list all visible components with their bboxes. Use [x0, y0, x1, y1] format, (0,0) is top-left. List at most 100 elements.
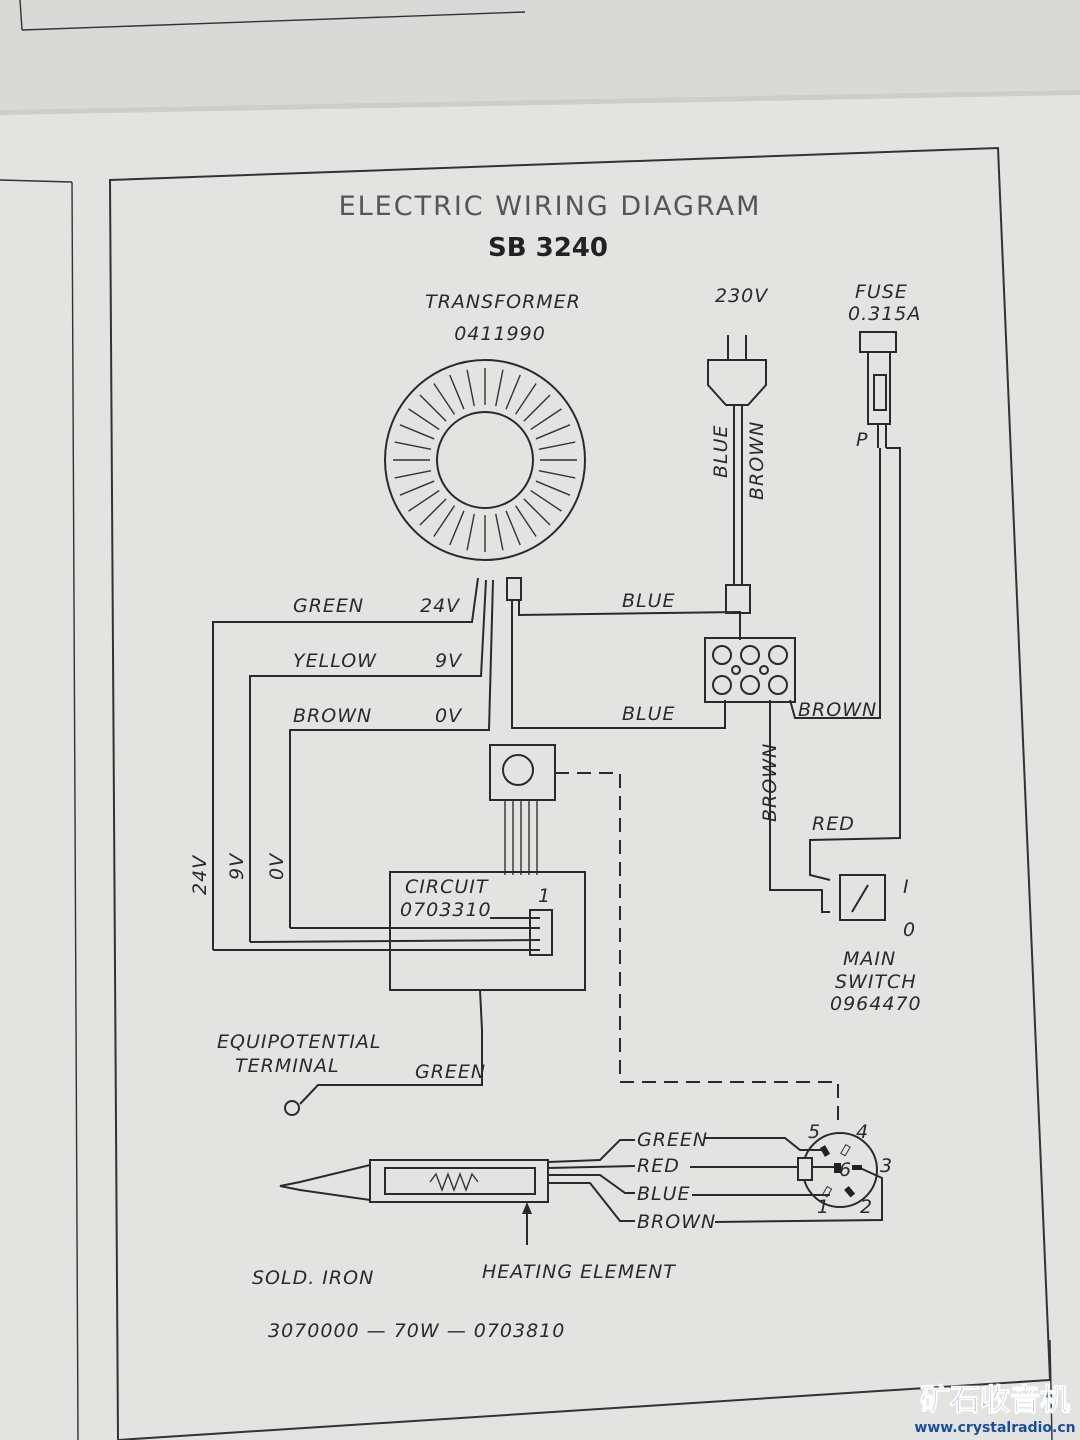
label-yellow: YELLOW: [293, 650, 377, 672]
winding-line: [523, 498, 551, 526]
watermark-url: www.crystalradio.cn: [914, 1420, 1075, 1436]
pin-5: 5: [808, 1121, 821, 1143]
wire-24v-green: [212, 577, 479, 950]
vlabel-0v: 0V: [266, 852, 288, 880]
watermark-cn: 矿石收音机: [920, 1383, 1070, 1418]
wire-brown-right: [789, 448, 881, 719]
cord-brown: BROWN: [746, 421, 768, 500]
label-brown-down: BROWN: [759, 743, 781, 822]
circuit-header: [529, 909, 553, 956]
equipotential-label-1: EQUIPOTENTIAL: [217, 1031, 382, 1053]
winding-line: [505, 374, 521, 410]
switch-label-2: SWITCH: [835, 971, 917, 993]
wire-0v-brown: [289, 579, 494, 928]
switch-part: 0964470: [830, 993, 922, 1015]
circuit-board: [389, 871, 586, 991]
transformer-label: TRANSFORMER: [425, 291, 581, 313]
winding-line: [449, 374, 465, 410]
mains-plug-icon: [707, 335, 767, 406]
heating-element-label: HEATING ELEMENT: [482, 1261, 676, 1283]
transformer-part: 0411990: [454, 323, 546, 345]
winding-line: [535, 480, 571, 496]
label-24v: 24V: [420, 595, 461, 617]
winding-line: [495, 369, 504, 407]
switch-label-1: MAIN: [843, 948, 896, 970]
iron-wire-green: GREEN: [637, 1129, 708, 1151]
label-blue-bottom: BLUE: [622, 703, 676, 725]
page: [0, 95, 1080, 1440]
winding-line: [514, 383, 537, 415]
iron-wire-brown: BROWN: [637, 1211, 716, 1233]
winding-line: [433, 383, 456, 415]
wire-blue-bottom: [511, 600, 726, 729]
iron-wire-red: RED: [637, 1155, 680, 1177]
vlabel-24v: 24V: [189, 854, 211, 895]
winding-line: [535, 424, 571, 440]
fuse-holder-icon: [859, 331, 897, 448]
wire-brown-down: [769, 700, 830, 913]
vlabel-9v: 9V: [226, 852, 248, 880]
mains-voltage: 230V: [715, 285, 769, 307]
winding-line: [495, 513, 504, 551]
wire-red: [809, 447, 901, 881]
wire-9v-yellow: [249, 579, 487, 942]
winding-line: [433, 505, 456, 537]
pin-2: 2: [860, 1196, 873, 1218]
circuit-part: 0703310: [400, 899, 492, 921]
circuit-pin1: 1: [538, 885, 551, 907]
winding-line: [394, 470, 432, 479]
fuse-rating: 0.315A: [848, 303, 921, 325]
iron-wire-blue: BLUE: [637, 1183, 691, 1205]
left-frame: [71, 181, 79, 1440]
label-9v: 9V: [435, 650, 463, 672]
winding-line: [419, 394, 447, 422]
pin-6: 6: [839, 1159, 852, 1181]
diagram-frame: [108, 146, 1052, 1440]
winding-line: [466, 369, 475, 407]
label-brown: BROWN: [293, 705, 372, 727]
board-connector: [489, 744, 556, 875]
pin-4: 4: [856, 1121, 869, 1143]
transformer-symbol: [384, 359, 586, 561]
transformer-lead: [506, 577, 522, 601]
model-number: SB 3240: [488, 233, 608, 263]
equipotential-wire: GREEN: [415, 1061, 486, 1083]
circuit-label: CIRCUIT: [405, 876, 489, 898]
winding-line: [394, 441, 432, 450]
winding-line: [419, 498, 447, 526]
winding-line: [399, 480, 435, 496]
switch-off-mark: 0: [903, 919, 916, 941]
winding-line: [538, 470, 576, 479]
label-green: GREEN: [293, 595, 364, 617]
terminal-block: [704, 637, 796, 703]
winding-line: [538, 441, 576, 450]
wire-blue-top: [518, 600, 741, 640]
winding-line: [514, 505, 537, 537]
winding-line: [408, 489, 440, 512]
soldering-iron-icon: [279, 1159, 549, 1203]
fuse-label: FUSE: [855, 281, 908, 303]
iron-label: SOLD. IRON: [252, 1267, 374, 1289]
din-connector-icon: [797, 1132, 878, 1208]
label-blue-top: BLUE: [622, 590, 676, 612]
label-red: RED: [812, 813, 855, 835]
fuse-pin-p: P: [856, 429, 868, 451]
main-switch-icon: [839, 874, 886, 921]
diagram-title: ELECTRIC WIRING DIAGRAM: [339, 191, 762, 222]
label-0v: 0V: [435, 705, 463, 727]
winding-line: [530, 489, 562, 512]
dashed-link: [555, 772, 839, 1125]
winding-line: [505, 510, 521, 546]
upper-sheet: [0, 0, 1080, 110]
winding-line: [408, 408, 440, 431]
equipotential-terminal-icon: [284, 1100, 300, 1116]
winding-line: [523, 394, 551, 422]
winding-line: [399, 424, 435, 440]
cord-blue: BLUE: [710, 424, 732, 478]
pin-3: 3: [880, 1155, 893, 1177]
switch-on-mark: I: [903, 876, 910, 898]
iron-spec: 3070000 — 70W — 0703810: [268, 1320, 565, 1342]
wire-equipotential: [299, 989, 483, 1105]
winding-line: [449, 510, 465, 546]
